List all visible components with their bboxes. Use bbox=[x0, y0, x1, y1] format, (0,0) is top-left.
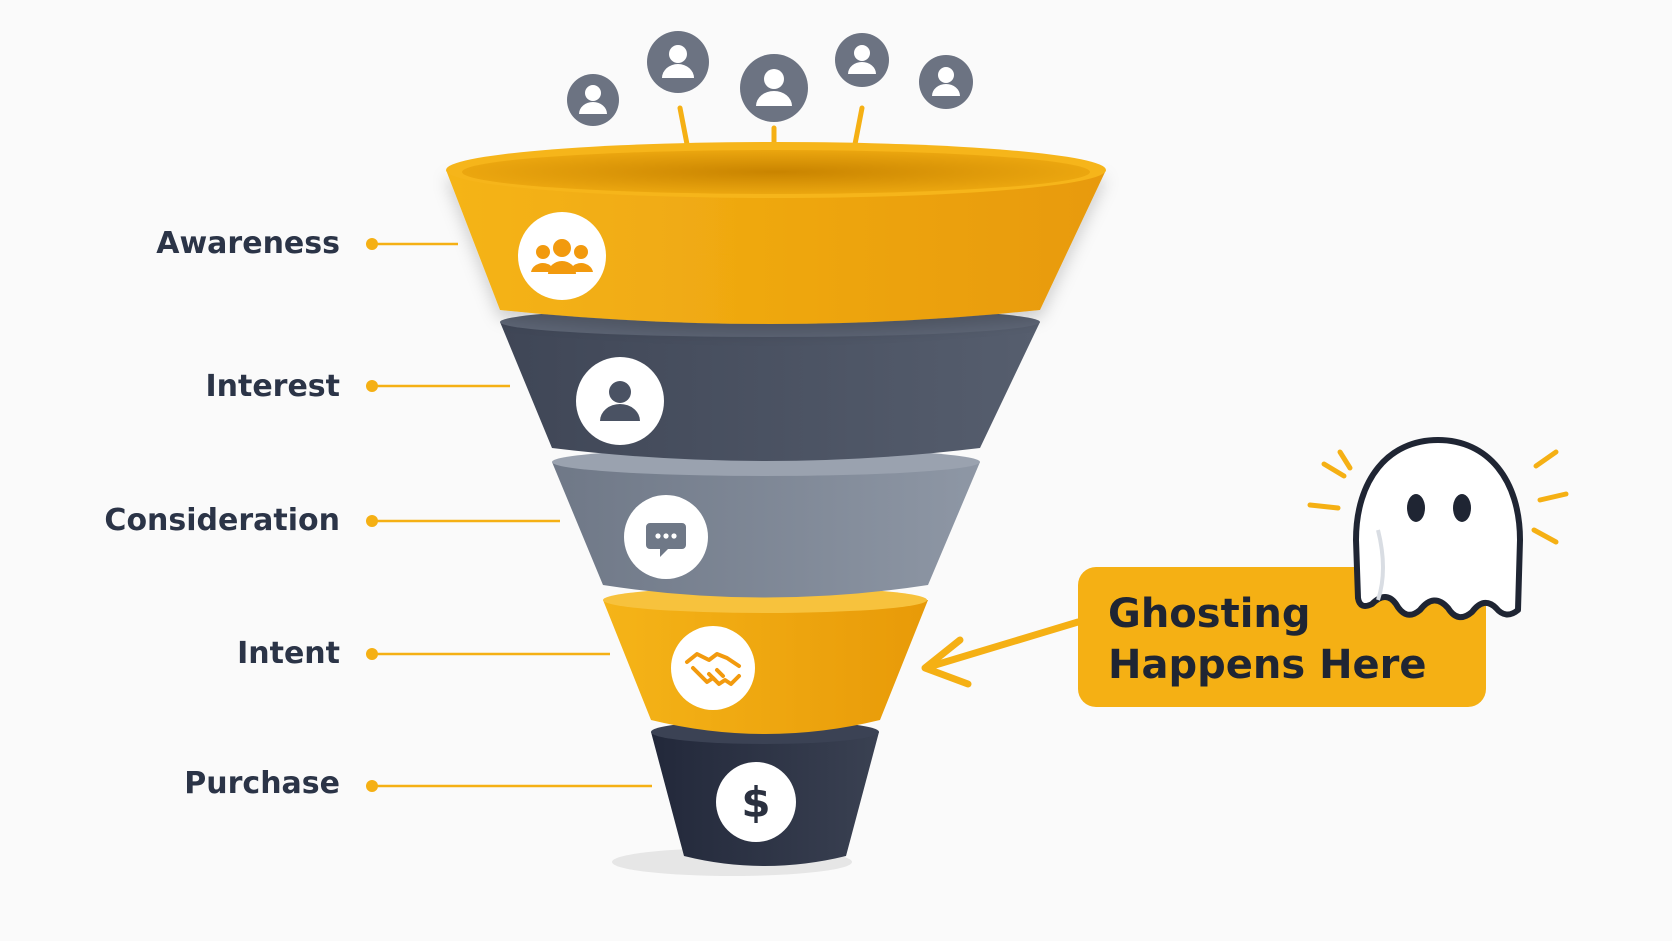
funnel-stage-intent bbox=[603, 587, 928, 734]
callout-line-1: Ghosting bbox=[1108, 591, 1311, 637]
chat-bubble-icon bbox=[624, 495, 708, 579]
svg-text:$: $ bbox=[741, 778, 770, 827]
stage-label-awareness: Awareness bbox=[156, 226, 458, 261]
stage-label-interest: Interest bbox=[205, 369, 510, 404]
dollar-icon: $ bbox=[716, 762, 796, 842]
svg-text:Consideration: Consideration bbox=[104, 503, 340, 538]
svg-text:Purchase: Purchase bbox=[184, 766, 340, 801]
person-icon bbox=[576, 357, 664, 445]
callout-line-2: Happens Here bbox=[1108, 642, 1427, 688]
svg-text:Intent: Intent bbox=[237, 636, 340, 671]
group-icon bbox=[518, 212, 606, 300]
svg-text:Interest: Interest bbox=[205, 369, 340, 404]
user-avatar-icon bbox=[835, 33, 889, 87]
spark-icon bbox=[1307, 449, 1569, 545]
ghosting-callout: Ghosting Happens Here bbox=[1078, 567, 1486, 707]
funnel-stage-awareness bbox=[446, 142, 1106, 324]
callout-arrow bbox=[921, 618, 1082, 688]
user-avatar-icon bbox=[919, 55, 973, 109]
user-avatar-icon bbox=[740, 54, 808, 122]
user-avatar-icon bbox=[647, 31, 709, 93]
stage-label-intent: Intent bbox=[237, 636, 610, 671]
funnel-stage-consideration bbox=[552, 448, 980, 598]
stage-labels: Awareness Interest Consideration Intent … bbox=[104, 226, 652, 801]
ghost-icon bbox=[1353, 437, 1523, 621]
stage-label-purchase: Purchase bbox=[184, 766, 652, 801]
svg-text:Awareness: Awareness bbox=[156, 226, 340, 261]
user-avatar-icon bbox=[567, 74, 619, 126]
stage-label-consideration: Consideration bbox=[104, 503, 560, 538]
incoming-users bbox=[567, 31, 973, 126]
handshake-icon bbox=[671, 626, 755, 710]
